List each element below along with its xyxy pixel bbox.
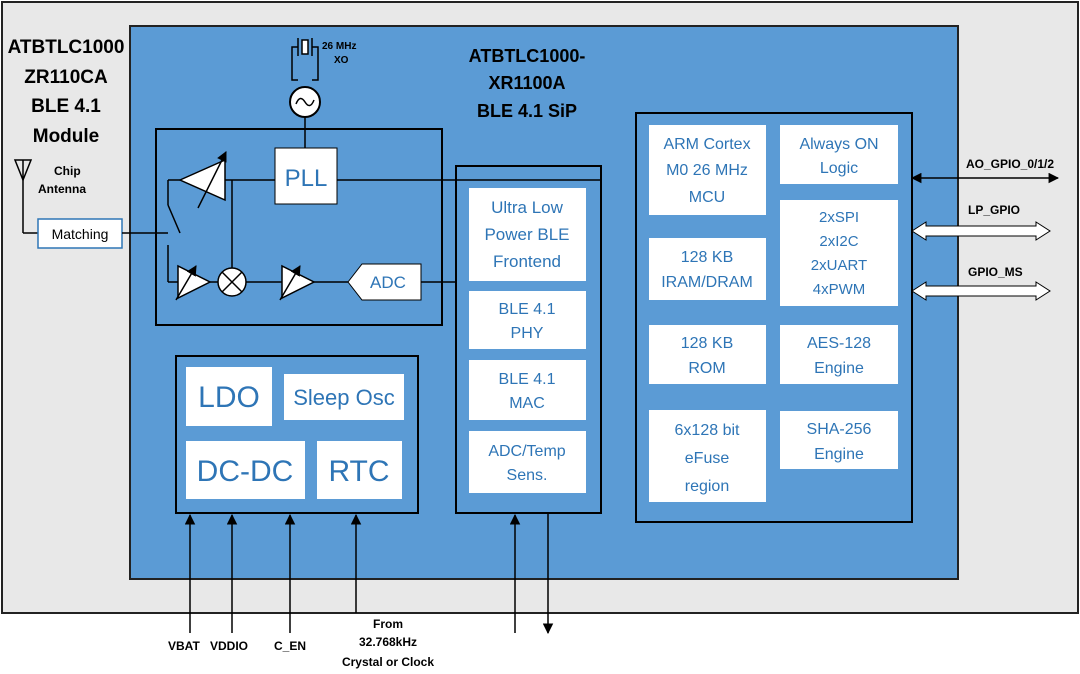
mcu-label-3: MCU <box>689 189 725 206</box>
ble-block <box>455 165 602 514</box>
phy-block <box>469 291 586 349</box>
sleep-osc-block <box>284 374 404 420</box>
mac-label-1: BLE 4.1 <box>499 371 556 388</box>
c-en-label: C_EN <box>274 639 306 653</box>
rom-label-1: 128 KB <box>681 335 733 352</box>
serial-block <box>780 200 898 306</box>
rom-label-2: ROM <box>688 360 725 377</box>
aes-label-2: Engine <box>814 360 864 377</box>
mcu-subsystem-block <box>635 112 913 523</box>
mac-label-2: MAC <box>509 395 545 412</box>
antenna-label-2: Antenna <box>38 182 86 196</box>
lp-gpio-arrow <box>911 221 1051 241</box>
vbat-label: VBAT <box>168 639 200 653</box>
mac-block <box>469 360 586 420</box>
gpio-ms-label: GPIO_MS <box>968 265 1023 279</box>
adc-temp-label-1: ADC/Temp <box>488 443 565 460</box>
iram-block <box>649 238 766 300</box>
frontend-label-2: Power BLE <box>484 225 569 244</box>
always-on-block <box>780 125 898 184</box>
sha-block <box>780 411 898 469</box>
sleep-osc-label: Sleep Osc <box>293 385 395 410</box>
dcdc-block <box>186 441 305 499</box>
efuse-label-3: region <box>685 478 729 495</box>
clock-freq-label: 32.768kHz <box>359 635 417 649</box>
power-block <box>175 355 419 514</box>
ao-gpio-label: AO_GPIO_0/1/2 <box>966 157 1054 171</box>
lp-gpio-label: LP_GPIO <box>968 203 1020 217</box>
adc-label: ADC <box>370 273 406 292</box>
vddio-label: VDDIO <box>210 639 248 653</box>
clock-from-label: From <box>373 617 403 631</box>
serial-label-4: 4xPWM <box>813 281 866 298</box>
adc-temp-label-2: Sens. <box>507 467 548 484</box>
ldo-block <box>186 367 272 426</box>
mixer-icon <box>217 267 247 297</box>
module-title-2: ZR110CA <box>24 67 108 88</box>
sha-label-1: SHA-256 <box>807 421 872 438</box>
antenna-icon <box>13 159 33 233</box>
phy-label-2: PHY <box>511 325 544 342</box>
low-noise-amplifier-icon <box>175 264 212 301</box>
aes-label-1: AES-128 <box>807 335 871 352</box>
module-title-1: ATBTLC1000 <box>8 37 125 58</box>
frontend-label-1: Ultra Low <box>491 198 564 217</box>
rom-block <box>649 325 766 384</box>
phy-label-1: BLE 4.1 <box>499 301 556 318</box>
always-on-label-1: Always ON <box>799 136 878 153</box>
efuse-label-2: eFuse <box>685 450 730 467</box>
module-title-4: Module <box>33 126 100 147</box>
always-on-label-2: Logic <box>820 160 858 177</box>
mcu-label-1: ARM Cortex <box>663 136 750 153</box>
serial-label-3: 2xUART <box>811 257 867 274</box>
rtc-block <box>317 441 402 499</box>
pll-label: PLL <box>285 165 328 192</box>
matching-label: Matching <box>52 226 109 242</box>
sha-label-2: Engine <box>814 446 864 463</box>
mcu-label-2: M0 26 MHz <box>666 162 748 179</box>
rf-block <box>155 128 443 326</box>
pll-block <box>274 147 338 205</box>
dcdc-label: DC-DC <box>197 455 294 488</box>
sip-title-1: ATBTLC1000- <box>469 46 586 66</box>
xo-label-1: 26 MHz <box>322 41 356 52</box>
clock-source-label: Crystal or Clock <box>342 655 434 669</box>
adc-temp-block <box>469 431 586 493</box>
frontend-label-3: Frontend <box>493 252 561 271</box>
matching-block <box>37 218 123 249</box>
if-amplifier-icon <box>279 264 316 301</box>
aes-block <box>780 325 898 384</box>
iram-label-2: IRAM/DRAM <box>661 274 753 291</box>
gpio-ms-arrow <box>911 281 1051 301</box>
serial-label-1: 2xSPI <box>819 209 859 226</box>
efuse-block <box>649 410 766 502</box>
crystal-icon <box>291 38 319 81</box>
efuse-label-1: 6x128 bit <box>675 422 740 439</box>
antenna-label-1: Chip <box>54 164 81 178</box>
sip-title-3: BLE 4.1 SiP <box>477 101 577 121</box>
module-title-3: BLE 4.1 <box>31 96 101 117</box>
ldo-label: LDO <box>198 381 260 414</box>
sip-title-2: XR1100A <box>488 73 565 93</box>
iram-label-1: 128 KB <box>681 249 733 266</box>
mcu-block <box>649 125 766 215</box>
rtc-label: RTC <box>328 455 389 488</box>
serial-label-2: 2xI2C <box>819 233 858 250</box>
frontend-block <box>469 188 586 281</box>
xo-label-2: XO <box>334 55 349 66</box>
